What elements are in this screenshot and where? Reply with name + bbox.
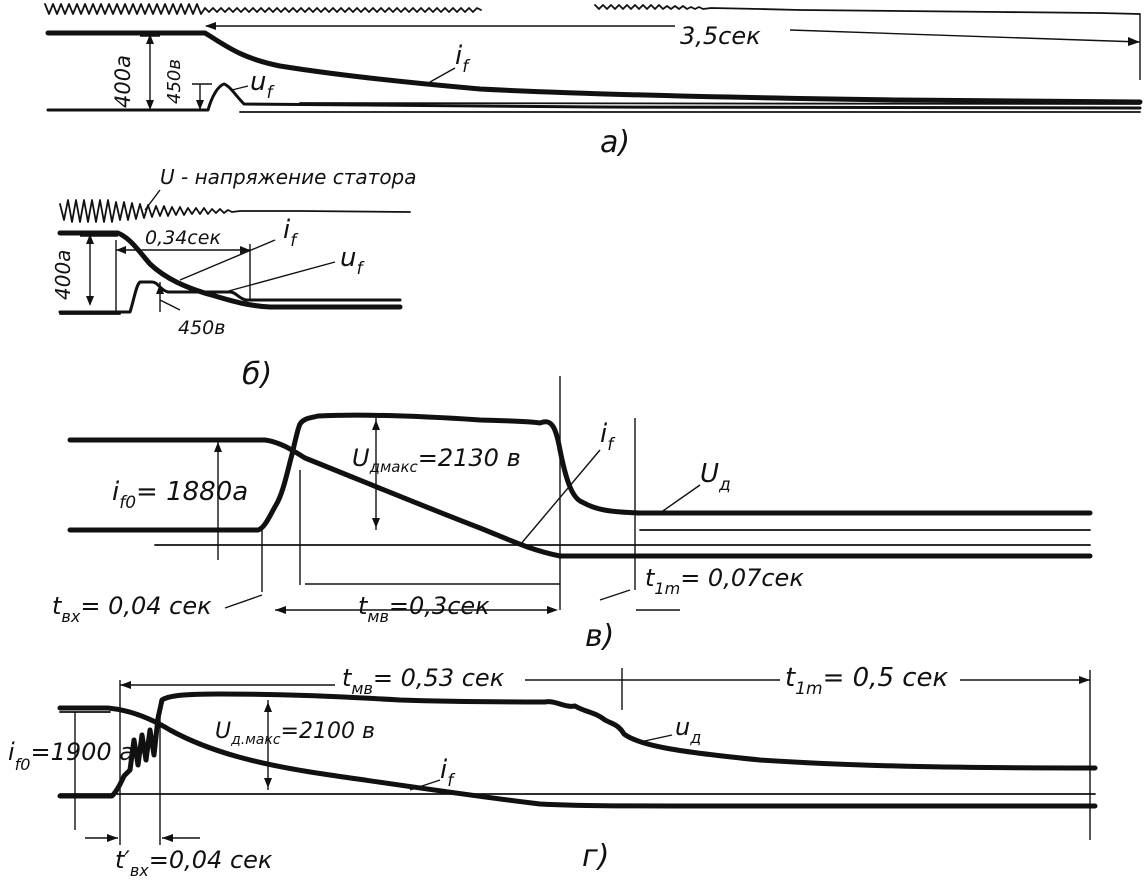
panel-a-uf-leader <box>231 85 249 91</box>
panel-a-caption: а) <box>600 125 630 160</box>
panel-b-stator-leader <box>144 189 161 211</box>
panel-b-voltage-scale: 450в <box>178 317 225 339</box>
panel-v-dimension-lines <box>217 376 636 611</box>
panel-g-t1m-label: t1m= 0,5 сек <box>785 663 949 699</box>
panel-b-voltage-arrow <box>156 284 164 294</box>
panel-g-if-leader <box>409 779 441 791</box>
panel-v-t1m-label: t1m= 0,07сек <box>645 564 804 598</box>
panel-v-if-leader <box>519 449 601 546</box>
panel-a-if-trace <box>45 30 1143 105</box>
panel-v-tmv-label: tмв=0,3сек <box>358 592 490 626</box>
panel-b-if-label: if <box>283 215 299 251</box>
panel-v-umax-arrow-up <box>372 420 380 430</box>
panel-b-if-trace <box>57 230 403 310</box>
panel-v-if-label: if <box>600 419 616 455</box>
panel-b-voltage-tick <box>159 282 181 312</box>
panel-g-t1m-arrow-right <box>1079 676 1090 684</box>
panel-b-time-arrow-right <box>240 246 250 254</box>
panel-v-ud-leader <box>659 484 701 514</box>
panel-g-tmv-label: tмв= 0,53 сек <box>342 664 505 698</box>
panel-b-caption: б) <box>242 357 272 392</box>
panel-g-ud-trace <box>57 691 1098 799</box>
panel-a-uf-label: uf <box>250 67 275 103</box>
panel-g-dimension-lines <box>74 668 1091 845</box>
panel-b-time-label: 0,34сек <box>145 227 221 249</box>
panel-b-uf-leader <box>224 261 336 293</box>
panel-a-current-scale-bracket <box>140 35 160 108</box>
panel-v-tmv-arrow-right <box>547 606 558 614</box>
panel-g-ud-label: uд <box>675 713 701 747</box>
panel-a-time-span-line <box>206 14 1141 80</box>
panel-b-stator-label: U - напряжение статора <box>160 165 417 189</box>
panel-a-if-label: if <box>455 41 471 77</box>
panel-a-stator-voltage-trace <box>44 3 482 15</box>
panel-b-current-arrow-down <box>86 296 94 306</box>
panel-g-tmv-arrow-left <box>120 681 131 689</box>
panel-v: if0= 1880а Uдмакс=2130 в if Uд tвх= 0,04… <box>52 376 1093 654</box>
panel-a-time-arrow-left <box>205 22 216 30</box>
panel-b-time-span-line <box>115 240 251 312</box>
panel-g-if0-label: if0=1900 а <box>8 738 134 774</box>
panel-g-if-label: if <box>440 755 456 791</box>
panel-g-umax-arrow-down <box>264 778 272 788</box>
panel-b-current-scale-bracket <box>80 235 118 304</box>
panel-g: tмв= 0,53 сек t1m= 0,5 сек if0=1900 а Uд… <box>8 663 1098 880</box>
panel-a-time-arrow-right <box>1128 37 1140 46</box>
panel-a: 400а 450в 3,5сек if uf а) <box>44 3 1143 160</box>
panel-g-caption: г) <box>582 839 609 874</box>
panel-g-umax-arrow-up <box>264 702 272 712</box>
panel-b-uf-label: uf <box>340 243 365 279</box>
panel-v-tvx-leader <box>224 594 263 609</box>
panel-v-ud-trace <box>67 412 1093 533</box>
panel-v-tvx-label: tвх= 0,04 сек <box>52 592 212 626</box>
panel-v-umax-label: Uдмакс=2130 в <box>352 444 521 476</box>
panel-g-tvx-label: t′вх=0,04 сек <box>115 846 273 880</box>
panel-b-current-scale: 400а <box>51 250 75 300</box>
panel-b-stator-voltage-trace <box>59 199 411 223</box>
panel-a-stator-voltage-trace-right <box>594 4 1141 15</box>
panel-a-voltage-scale: 450в <box>164 59 185 104</box>
panel-a-time-label: 3,5сек <box>680 22 761 50</box>
panel-g-umax-label: Uд.макс=2100 в <box>215 719 375 748</box>
panel-v-t1m-leader <box>599 589 680 611</box>
panel-a-current-arrow-down <box>146 100 154 110</box>
panel-v-ud-label: Uд <box>700 459 731 495</box>
panel-a-if-leader <box>429 67 456 83</box>
panel-v-umax-arrow-down <box>372 518 380 528</box>
panel-b-time-arrow-left <box>116 246 126 254</box>
panel-b: U - напряжение статора 0,34сек 400а 450в… <box>51 165 417 392</box>
panel-v-tmv-arrow-left <box>275 606 286 614</box>
panel-a-voltage-arrow-down <box>196 100 204 110</box>
panel-a-baseline-upper <box>299 102 1141 105</box>
panel-a-current-scale: 400а <box>111 55 135 108</box>
panel-b-if-leader <box>179 239 276 281</box>
panel-b-current-arrow-up <box>86 234 94 244</box>
panel-a-current-arrow-up <box>146 34 154 44</box>
panel-v-if0-label: if0= 1880а <box>112 477 248 513</box>
panel-v-caption: в) <box>585 619 614 654</box>
panel-g-if-trace <box>57 705 1098 809</box>
panel-a-uf-trace <box>46 82 1142 112</box>
panel-g-ud-leader <box>639 734 673 743</box>
panel-v-if0-arrow-up <box>214 442 222 452</box>
